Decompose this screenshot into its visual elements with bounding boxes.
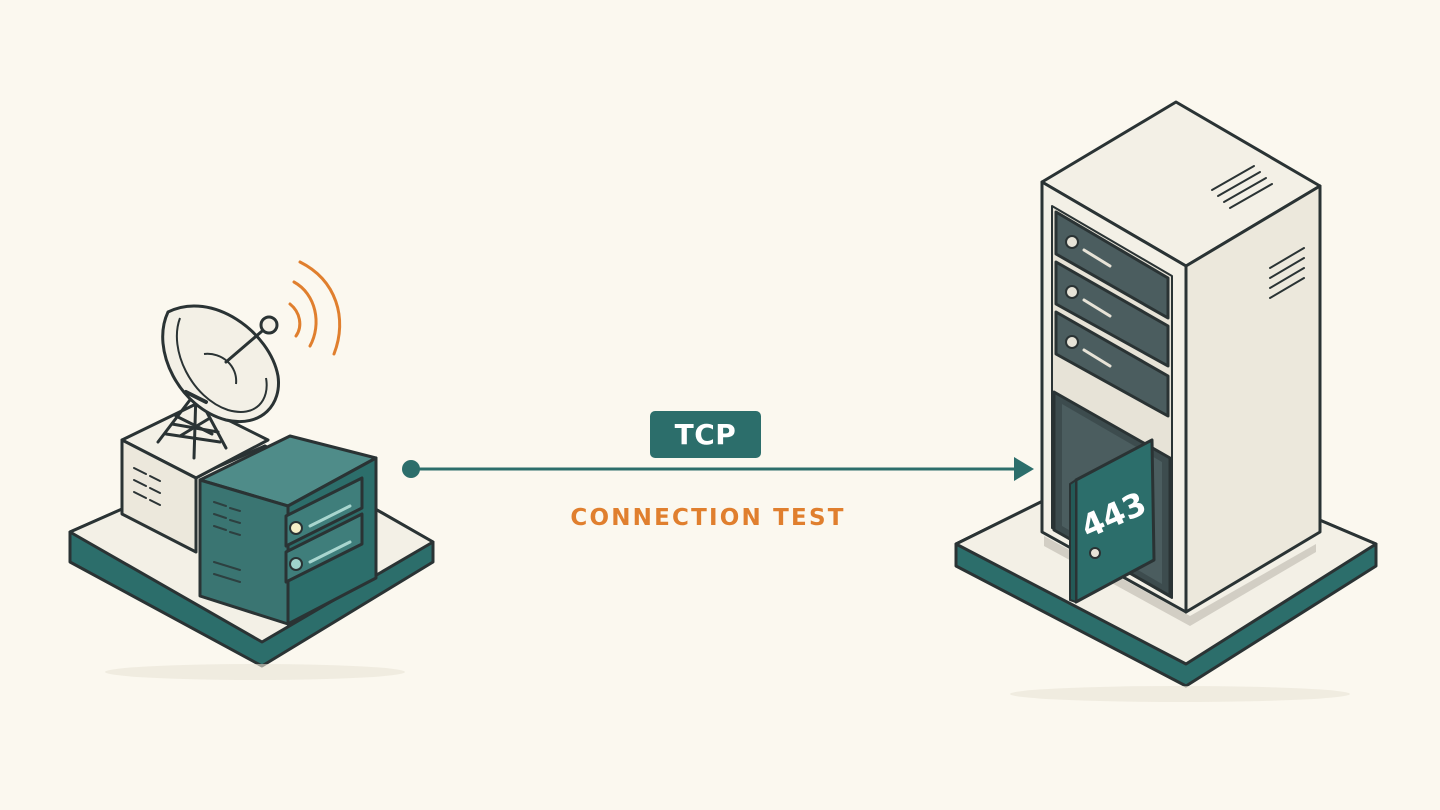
drive-bay-2 xyxy=(1054,260,1170,368)
protocol-badge: TCP xyxy=(650,411,761,458)
client-device xyxy=(198,434,378,626)
satellite-dish-icon xyxy=(161,304,280,423)
drive-bay-1 xyxy=(1054,210,1170,320)
server-tower: 443 xyxy=(1040,100,1322,614)
connection-arrow xyxy=(402,457,1034,481)
signal-waves-icon xyxy=(288,260,342,356)
connection-label: CONNECTION TEST xyxy=(570,505,846,531)
drive-bay-3 xyxy=(1054,310,1170,418)
client-station xyxy=(68,260,435,680)
top-vents xyxy=(1211,165,1273,209)
port-door: 443 xyxy=(1069,438,1156,604)
side-vents xyxy=(1269,247,1305,299)
server-station: 443 xyxy=(954,100,1378,702)
